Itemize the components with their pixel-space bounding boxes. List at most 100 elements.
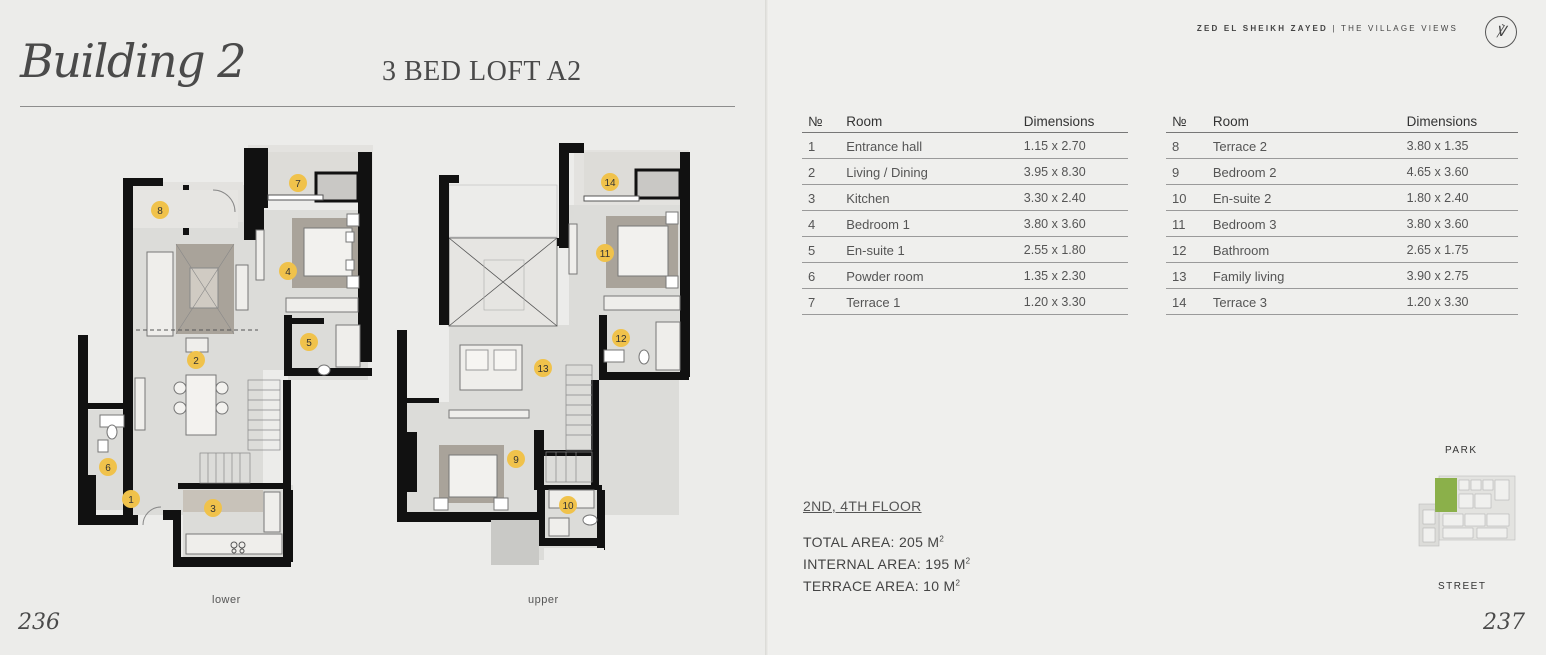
svg-text:10: 10 xyxy=(562,501,574,512)
room-dimensions: 3.80 x 3.60 xyxy=(1017,210,1128,237)
plan-lower-label: lower xyxy=(212,594,241,606)
room-number: 11 xyxy=(1166,210,1207,237)
area-unit-sup: 2 xyxy=(965,556,971,566)
room-marker-7: 7 xyxy=(289,174,307,192)
area-unit-sup: 2 xyxy=(939,534,945,544)
room-dimensions: 1.15 x 2.70 xyxy=(1017,132,1128,159)
room-marker-9: 9 xyxy=(507,450,525,468)
room-name: Powder room xyxy=(840,262,1018,289)
room-number: 4 xyxy=(802,210,841,237)
room-name: En-suite 2 xyxy=(1206,184,1401,211)
room-dimensions: 3.80 x 1.35 xyxy=(1400,132,1518,159)
area-unit-sup: 2 xyxy=(955,578,961,588)
header-dimensions: Dimensions xyxy=(1400,110,1518,133)
svg-text:6: 6 xyxy=(105,463,111,474)
room-dimensions: 3.80 x 3.60 xyxy=(1400,210,1518,237)
table-header-row: № Room Dimensions xyxy=(802,110,1128,133)
room-marker-8: 8 xyxy=(151,201,169,219)
book-gutter xyxy=(765,0,769,655)
room-dimensions: 1.20 x 3.30 xyxy=(1017,288,1128,315)
floor-label: 2ND, 4TH FLOOR xyxy=(803,498,922,514)
terrace-area: TERRACE AREA: 10 M2 xyxy=(803,578,960,594)
svg-text:14: 14 xyxy=(604,178,616,189)
room-name: Entrance hall xyxy=(840,132,1018,159)
room-marker-5: 5 xyxy=(300,333,318,351)
svg-text:11: 11 xyxy=(600,249,611,260)
room-name: Living / Dining xyxy=(840,158,1018,185)
room-marker-2: 2 xyxy=(187,351,205,369)
room-number: 2 xyxy=(802,158,841,185)
page-number-right: 237 xyxy=(1483,610,1525,635)
right-page: ZED EL SHEIKH ZAYED | THE VILLAGE VIEWS … xyxy=(769,0,1546,655)
room-name: Terrace 1 xyxy=(840,288,1018,315)
internal-area: INTERNAL AREA: 195 M2 xyxy=(803,556,970,572)
room-number: 3 xyxy=(802,184,841,211)
room-dimensions: 3.30 x 2.40 xyxy=(1017,184,1128,211)
plan-upper-label: upper xyxy=(528,594,559,606)
room-marker-3: 3 xyxy=(204,499,222,517)
svg-text:2: 2 xyxy=(193,356,199,367)
left-page: Building 2 3 BED LOFT A2 xyxy=(0,0,765,655)
building-title: Building 2 xyxy=(20,34,246,88)
room-dimensions: 1.35 x 2.30 xyxy=(1017,262,1128,289)
room-name: En-suite 1 xyxy=(840,236,1018,263)
room-dimensions: 2.55 x 1.80 xyxy=(1017,236,1128,263)
room-number: 1 xyxy=(802,132,841,159)
title-divider xyxy=(20,106,735,107)
room-dimensions: 3.95 x 8.30 xyxy=(1017,158,1128,185)
room-number: 6 xyxy=(802,262,841,289)
svg-text:7: 7 xyxy=(295,179,301,190)
room-name: Bedroom 3 xyxy=(1206,210,1401,237)
room-number: 10 xyxy=(1166,184,1207,211)
header-no: № xyxy=(802,110,841,133)
room-marker-1: 1 xyxy=(122,490,140,508)
area-value: 205 M xyxy=(898,534,940,550)
area-label: INTERNAL AREA: xyxy=(803,556,922,572)
room-dimensions: 1.80 x 2.40 xyxy=(1400,184,1518,211)
room-marker-4: 4 xyxy=(279,262,297,280)
page-number-left: 236 xyxy=(18,610,60,635)
room-number: 12 xyxy=(1166,236,1207,263)
key-plan-highlight xyxy=(1435,478,1457,512)
svg-text:3: 3 xyxy=(210,504,216,515)
key-plan-map xyxy=(1418,475,1516,547)
area-label: TOTAL AREA: xyxy=(803,534,895,550)
room-name: Family living xyxy=(1206,262,1401,289)
svg-text:12: 12 xyxy=(615,334,627,345)
area-label: TERRACE AREA: xyxy=(803,578,919,594)
key-plan-street-label: STREET xyxy=(1438,581,1487,592)
room-name: Terrace 3 xyxy=(1206,288,1401,315)
svg-text:13: 13 xyxy=(537,364,549,375)
unit-title: 3 BED LOFT A2 xyxy=(382,56,582,87)
room-marker-6: 6 xyxy=(99,458,117,476)
floorplan-upper: 9 10 11 12 13 14 xyxy=(397,143,690,565)
room-dimensions: 4.65 x 3.60 xyxy=(1400,158,1518,185)
upper-room-markers: 9 10 11 12 13 14 xyxy=(507,173,630,514)
svg-text:8: 8 xyxy=(157,206,163,217)
total-area: TOTAL AREA: 205 M2 xyxy=(803,534,944,550)
room-name: Terrace 2 xyxy=(1206,132,1401,159)
area-value: 10 M xyxy=(923,578,956,594)
header-dimensions: Dimensions xyxy=(1017,110,1128,133)
table-header-row: № Room Dimensions xyxy=(1166,110,1518,133)
room-number: 13 xyxy=(1166,262,1207,289)
room-name: Bedroom 1 xyxy=(840,210,1018,237)
room-name: Kitchen xyxy=(840,184,1018,211)
key-plan-park-label: PARK xyxy=(1445,445,1478,456)
brand-separator: | xyxy=(1332,24,1337,33)
area-value: 195 M xyxy=(925,556,966,572)
